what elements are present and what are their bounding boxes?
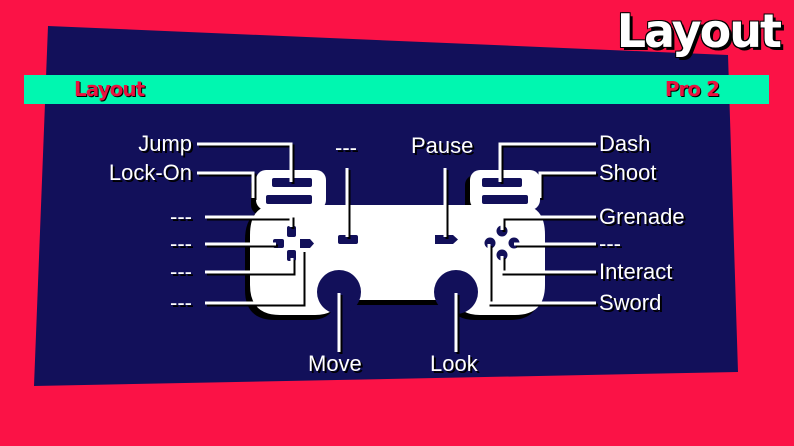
left-stick-icon [317, 270, 361, 314]
screen-title: Layout [616, 4, 782, 58]
start-button-icon [435, 235, 458, 244]
label-sword: Sword [599, 290, 662, 315]
label-dash: Dash [599, 131, 651, 156]
label-look: Look [430, 351, 478, 376]
select-button-icon [338, 235, 358, 244]
label-shoot: Shoot [599, 160, 657, 185]
label-dpad-right: --- [170, 290, 192, 315]
label-select: --- [335, 135, 357, 160]
label-interact: Interact [599, 259, 673, 284]
label-dpad-up: --- [170, 204, 192, 229]
label-pause: Pause [411, 133, 474, 158]
header-left-label: Layout [74, 77, 145, 101]
label-face-right: --- [599, 231, 621, 256]
label-grenade: Grenade [599, 204, 685, 229]
label-jump: Jump [138, 131, 192, 156]
label-dpad-left: --- [170, 231, 192, 256]
label-dpad-down: --- [170, 259, 192, 284]
header-bar: Layout Pro 2 [24, 75, 769, 104]
label-lock-on: Lock-On [108, 160, 192, 185]
label-move: Move [308, 351, 362, 376]
controller-profile-label: Pro 2 [664, 77, 720, 101]
right-stick-icon [434, 270, 478, 314]
